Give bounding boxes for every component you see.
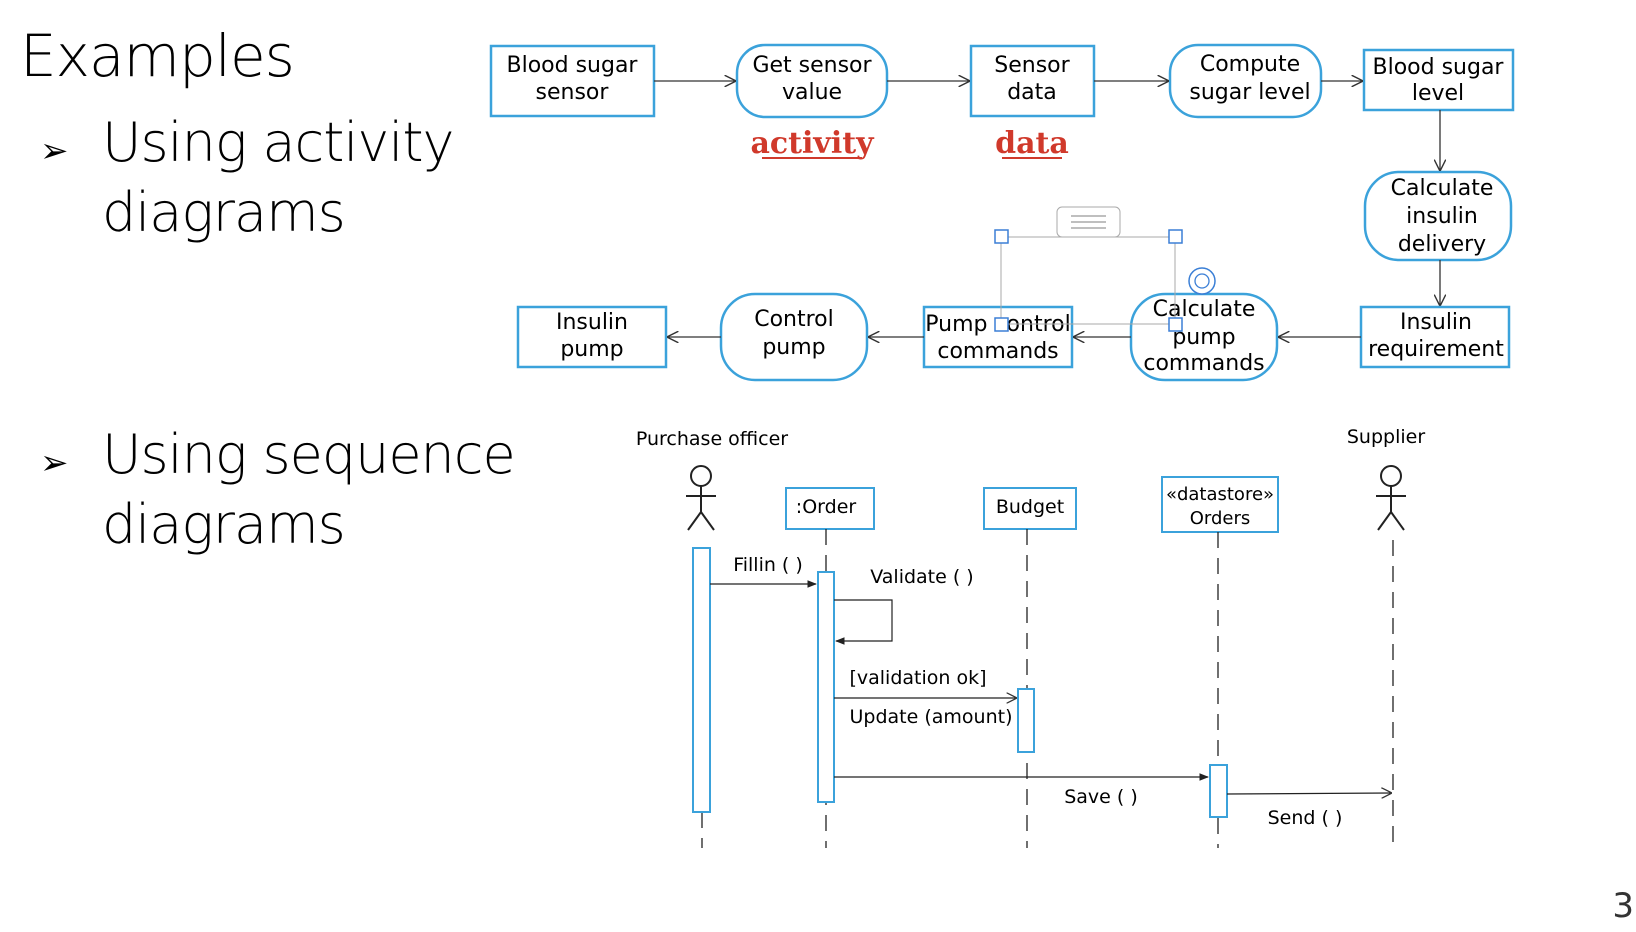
msg-send: Send ( ) [1268,807,1343,829]
svg-text:pump: pump [762,335,825,360]
svg-text:Calculate: Calculate [1391,176,1494,201]
rotate-handle-icon[interactable] [1188,267,1216,295]
svg-text:sugar level: sugar level [1189,80,1310,105]
svg-text:Blood sugar: Blood sugar [1373,55,1505,80]
slide-title: Examples [20,22,295,90]
svg-text:requirement: requirement [1368,337,1504,362]
bullet-text: Using sequence diagrams [102,423,516,556]
node-sensor-data: Sensor data [969,44,1096,118]
actor-supplier-icon [1376,465,1406,531]
svg-text:level: level [1412,81,1464,106]
legend-activity: activity [750,126,875,161]
svg-text:Sensor: Sensor [994,53,1070,78]
msg-validation-ok: [validation ok] [849,667,986,689]
node-get-sensor-value: Get sensor value [735,43,889,119]
svg-text:Insulin: Insulin [1400,310,1472,335]
lifeline-orders-datastore: «datastore» Orders [1161,476,1279,533]
node-control-pump: Control pump [719,292,869,382]
svg-text:insulin: insulin [1406,204,1478,229]
node-insulin-requirement: Insulin requirement [1359,305,1511,369]
msg-fillin: Fillin ( ) [733,554,803,576]
svg-text:pump: pump [1172,325,1235,350]
actor-supplier-label: Supplier [1347,426,1425,448]
node-calculate-insulin-delivery: Calculate insulin delivery [1363,170,1513,262]
svg-text:activity: activity [750,126,875,161]
svg-text:value: value [782,80,842,105]
selection-overlay[interactable] [994,206,1216,332]
arrow-bullet-icon: ➢ [40,131,69,171]
msg-validate: Validate ( ) [870,566,973,588]
sequence-diagram: Purchase officer Supplier :Order [636,426,1425,848]
node-blood-sugar-level: Blood sugar level [1362,48,1515,112]
page-number: 3 [1612,886,1634,926]
svg-text:sensor: sensor [536,80,610,105]
svg-text:data: data [1007,80,1057,105]
svg-text:Budget: Budget [996,496,1064,518]
svg-text:Control: Control [754,307,834,332]
svg-text:data: data [995,126,1069,161]
svg-text:Orders: Orders [1190,508,1251,529]
node-insulin-pump: Insulin pump [516,305,668,369]
legend-data: data [995,126,1069,161]
msg-save: Save ( ) [1064,786,1138,808]
lifeline-order: :Order [785,487,875,530]
svg-text:pump: pump [560,337,623,362]
svg-text:delivery: delivery [1398,232,1486,257]
arrow-bullet-icon: ➢ [40,443,69,483]
bullet-text: Using activity diagrams [102,111,455,244]
node-pump-control-commands: Pump control commands [922,305,1074,369]
svg-text:Insulin: Insulin [556,310,628,335]
svg-text:Calculate: Calculate [1153,297,1256,322]
node-calculate-pump-commands: Calculate pump commands [1129,292,1279,382]
svg-text:«datastore»: «datastore» [1166,484,1274,505]
svg-text:commands: commands [1143,351,1264,376]
actor-purchase-officer-icon [686,465,716,531]
msg-update: Update (amount) [850,706,1013,728]
activation-budget [1017,688,1035,753]
lifeline-budget: Budget [983,487,1077,530]
svg-text:Compute: Compute [1200,52,1300,77]
node-compute-sugar-level: Compute sugar level [1168,43,1323,119]
activation-purchase-officer [692,547,711,813]
activation-orders [1209,764,1228,818]
activation-order [817,571,835,803]
actor-purchase-officer-label: Purchase officer [636,428,788,450]
svg-text:commands: commands [937,339,1058,364]
svg-text:Get sensor: Get sensor [752,53,872,78]
node-blood-sugar-sensor: Blood sugar sensor [489,44,656,118]
svg-text:Blood sugar: Blood sugar [507,53,639,78]
svg-text::Order: :Order [796,496,857,518]
